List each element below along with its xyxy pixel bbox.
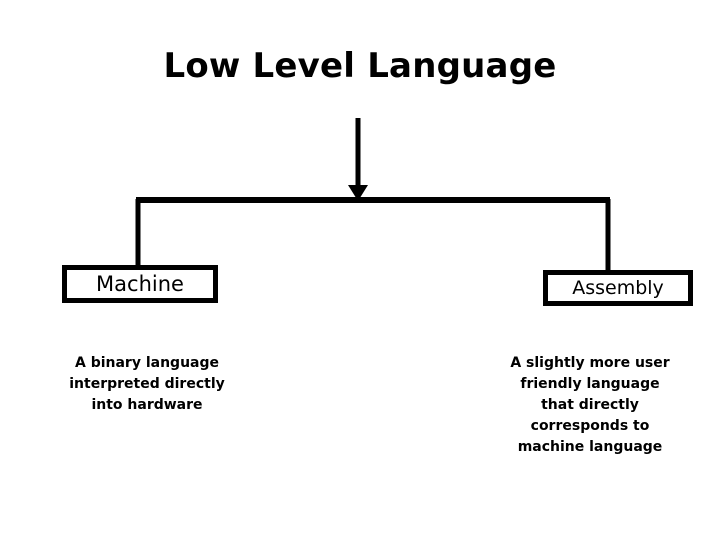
node-assembly-description: A slightly more user friendly language t… [470, 353, 710, 458]
node-assembly[interactable]: Assembly [543, 270, 693, 306]
node-machine-description: A binary language interpreted directly i… [27, 353, 267, 416]
page-title: Low Level Language [163, 46, 557, 86]
description-line: friendly language [520, 376, 660, 392]
arrow-head-icon [348, 185, 368, 201]
node-machine[interactable]: Machine [62, 265, 218, 303]
description-line: machine language [517, 439, 663, 455]
description-line: A slightly more user [510, 355, 670, 371]
description-line: into hardware [91, 397, 203, 413]
description-line: interpreted directly [69, 376, 225, 392]
description-line: A binary language [74, 355, 219, 371]
description-line: that directly [541, 397, 639, 413]
description-line: corresponds to [530, 418, 650, 434]
